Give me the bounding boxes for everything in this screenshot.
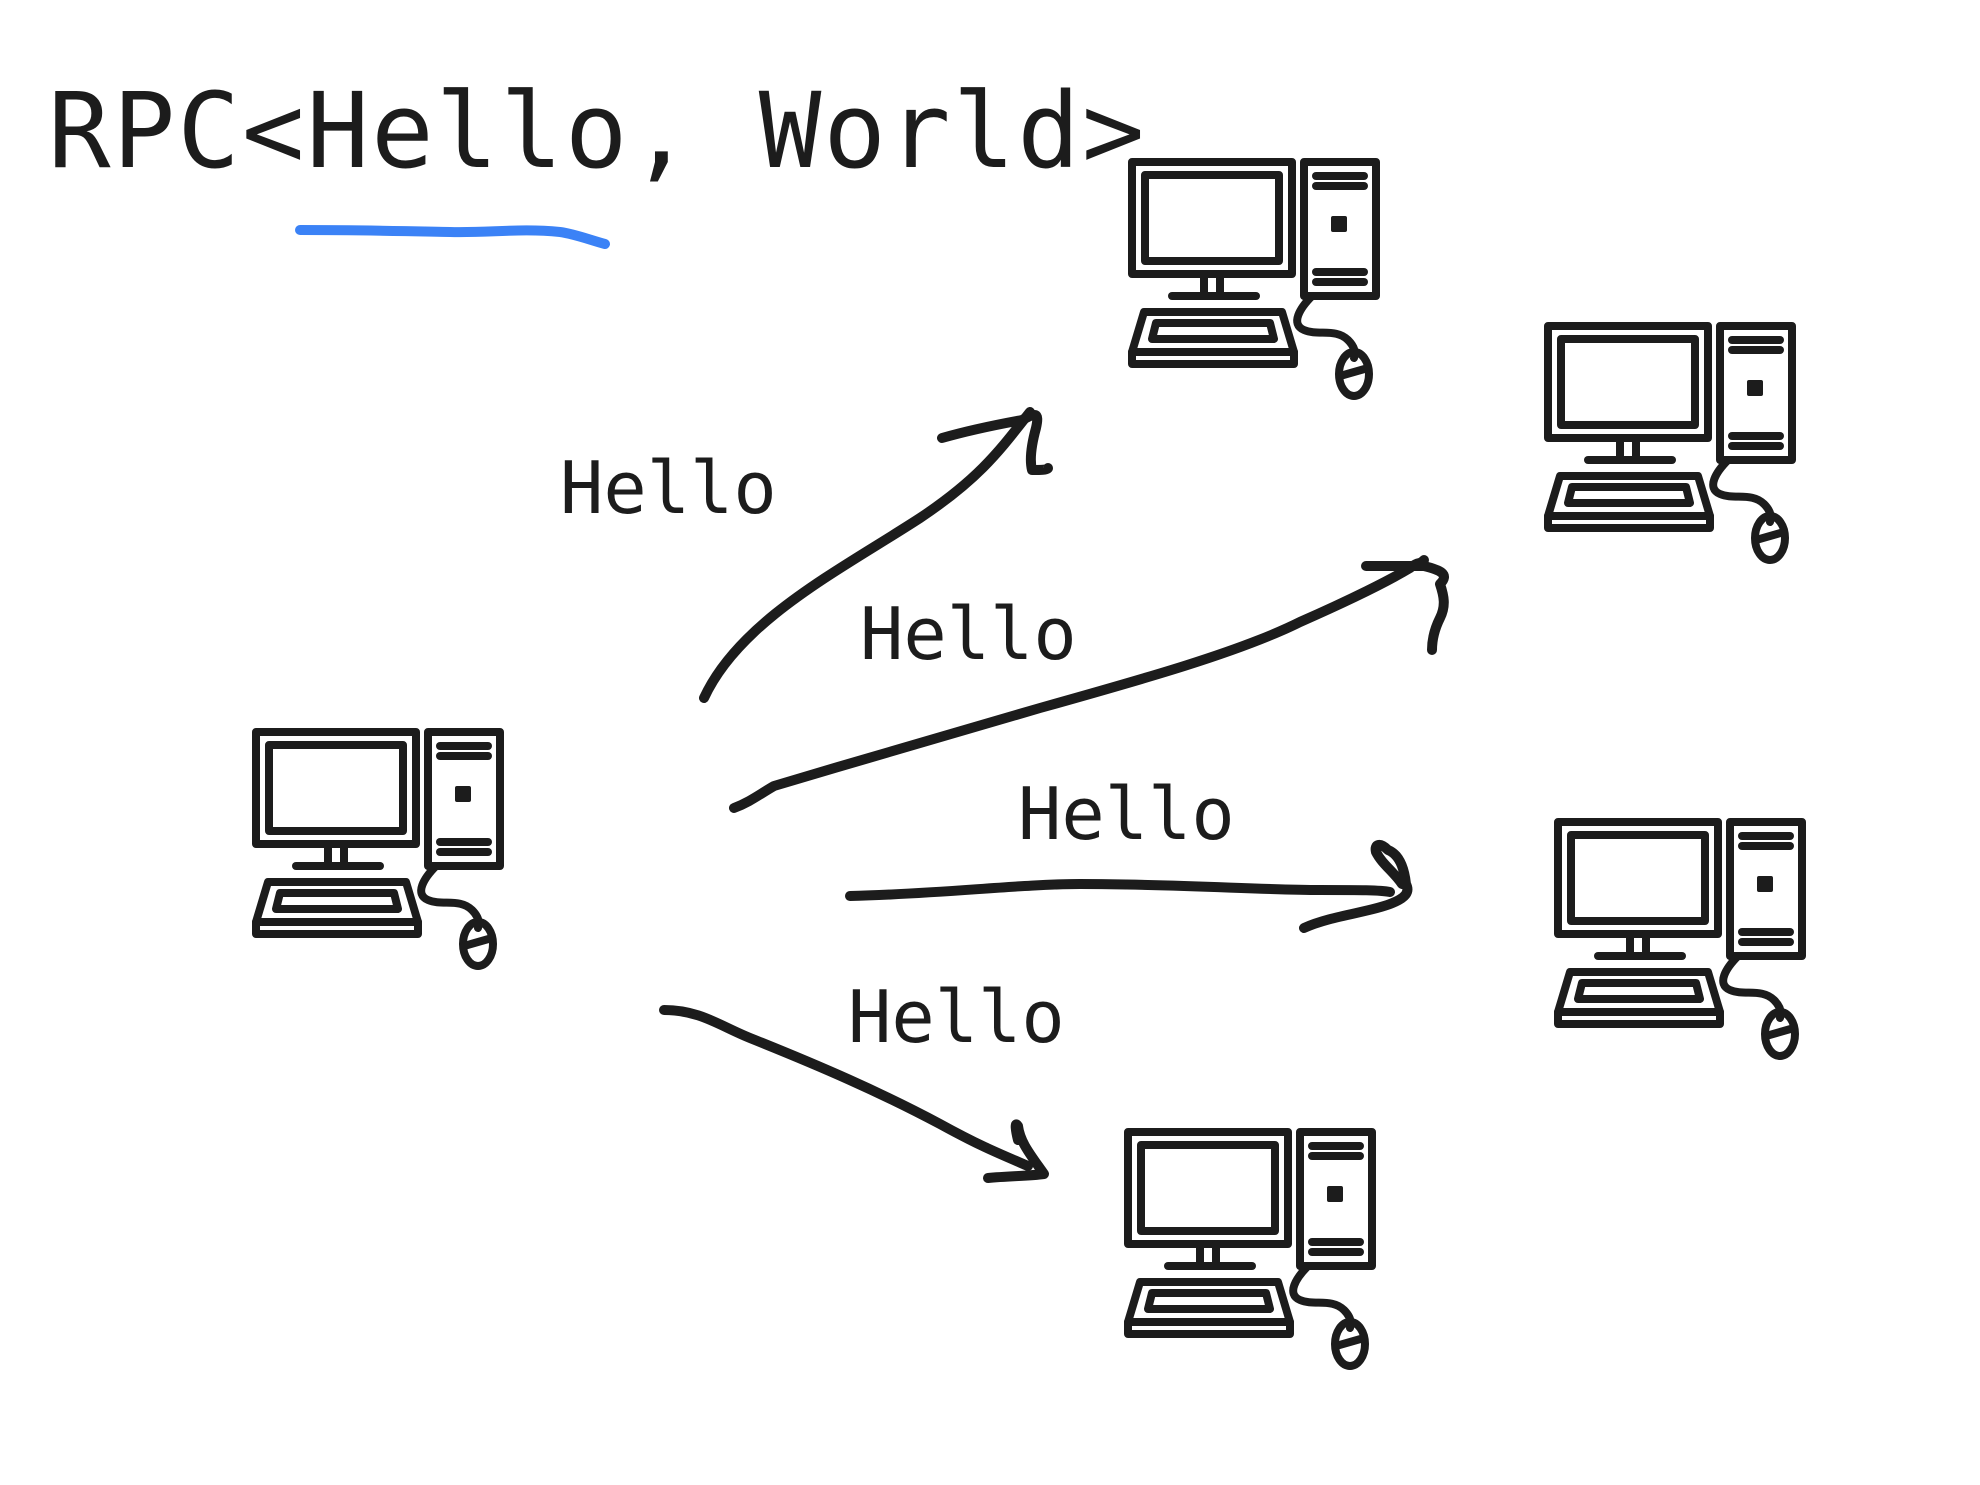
title-underline — [295, 225, 610, 249]
sender-computer-icon — [256, 732, 500, 966]
receiver-computer-1-icon — [1132, 162, 1376, 396]
message-arrow-1 — [699, 407, 1053, 703]
diagram-title: RPC<Hello, World> — [48, 70, 1147, 192]
message-label-3: Hello — [1018, 772, 1235, 856]
message-arrow-3 — [845, 840, 1413, 933]
message-label-4: Hello — [848, 975, 1065, 1059]
message-label-1: Hello — [560, 446, 777, 530]
message-arrow-2 — [729, 555, 1449, 813]
receiver-computer-4-icon — [1128, 1132, 1372, 1366]
message-arrow-4 — [659, 1005, 1049, 1183]
receiver-computer-2-icon — [1548, 326, 1792, 560]
receiver-computer-3-icon — [1558, 822, 1802, 1056]
message-label-2: Hello — [860, 592, 1077, 676]
